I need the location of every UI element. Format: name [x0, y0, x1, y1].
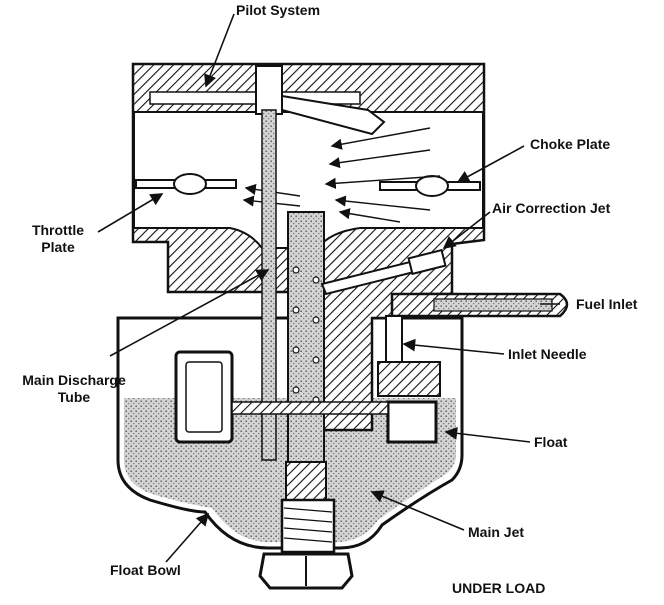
label-main-discharge-tube-line2: Tube: [57, 389, 91, 405]
label-main-discharge-tube-line1: Main Discharge: [22, 372, 126, 388]
label-fuel-inlet: Fuel Inlet: [576, 296, 638, 312]
inlet-needle: [385, 315, 403, 363]
leader-lines: [97, 13, 560, 563]
label-throttle-plate-line2: Plate: [41, 239, 75, 255]
main-discharge-tube: [287, 211, 325, 463]
main-jet-holder: [280, 498, 336, 554]
label-throttle-plate-line1: Throttle: [31, 222, 85, 238]
label-pilot-system: Pilot System: [236, 2, 321, 18]
pilot-screw-needle: [281, 94, 386, 136]
label-float-bowl: Float Bowl: [110, 562, 181, 578]
label-under-load: UNDER LOAD: [452, 580, 546, 596]
label-float: Float: [534, 434, 568, 450]
pilot-tube: [261, 109, 277, 461]
label-throttle-plate: Throttle Plate: [18, 222, 98, 256]
emulsion-holes: [292, 266, 320, 404]
needle-seat: [377, 361, 441, 397]
label-main-jet: Main Jet: [468, 524, 525, 540]
label-inlet-needle: Inlet Needle: [508, 346, 587, 362]
label-choke-plate: Choke Plate: [530, 136, 611, 152]
main-jet: [285, 461, 327, 503]
label-main-discharge-tube: Main Discharge Tube: [0, 372, 148, 406]
air-correction-jet-tip: [407, 248, 447, 276]
float-arm: [231, 401, 389, 415]
label-air-correction-jet: Air Correction Jet: [492, 200, 611, 216]
pilot-screw: [255, 65, 283, 115]
float-right: [386, 400, 438, 444]
fuel-inlet-bore: [433, 298, 553, 312]
